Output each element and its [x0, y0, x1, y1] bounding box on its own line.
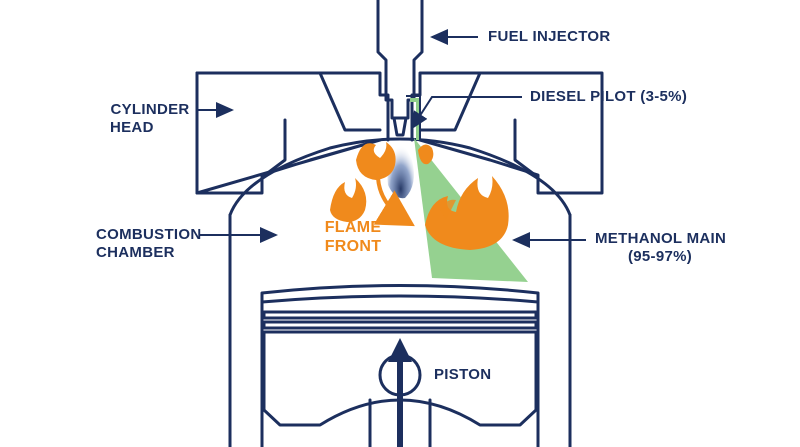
diesel-pilot-leader — [410, 96, 522, 130]
cylinder-head-label-line2: HEAD — [110, 119, 154, 136]
flame-front-arrow — [373, 177, 415, 227]
piston-label: PISTON — [434, 366, 492, 383]
methanol-main-label: METHANOL MAIN (95-97%) — [595, 230, 727, 266]
flame-front-label-line1: FLAME — [324, 219, 382, 236]
fuel-injector-label: FUEL INJECTOR — [488, 28, 611, 45]
flame-icon — [330, 178, 367, 222]
flame-icon — [425, 176, 509, 250]
methanol-main-label-line2: (95-97%) — [627, 248, 693, 265]
combustion-chamber-label-line2: CHAMBER — [96, 244, 175, 261]
fuel-injector — [376, 0, 424, 120]
flame-front-label-line2: FRONT — [324, 238, 382, 255]
piston-crown — [260, 284, 540, 304]
cylinder-head-label-line1: CYLINDER — [110, 101, 190, 118]
methanol-main-label-line1: METHANOL MAIN — [595, 230, 727, 247]
flame-icon — [356, 142, 396, 180]
combustion-chamber-label: COMBUSTION CHAMBER — [96, 226, 202, 262]
flame-group — [330, 142, 509, 250]
flame-front-label: FLAME FRONT — [318, 218, 388, 256]
flame-icon — [418, 144, 434, 165]
combustion-chamber-label-line1: COMBUSTION — [96, 226, 202, 243]
diesel-pilot-label: DIESEL PILOT (3-5%) — [530, 88, 688, 105]
cylinder-head-label: CYLINDER HEAD — [110, 101, 190, 137]
